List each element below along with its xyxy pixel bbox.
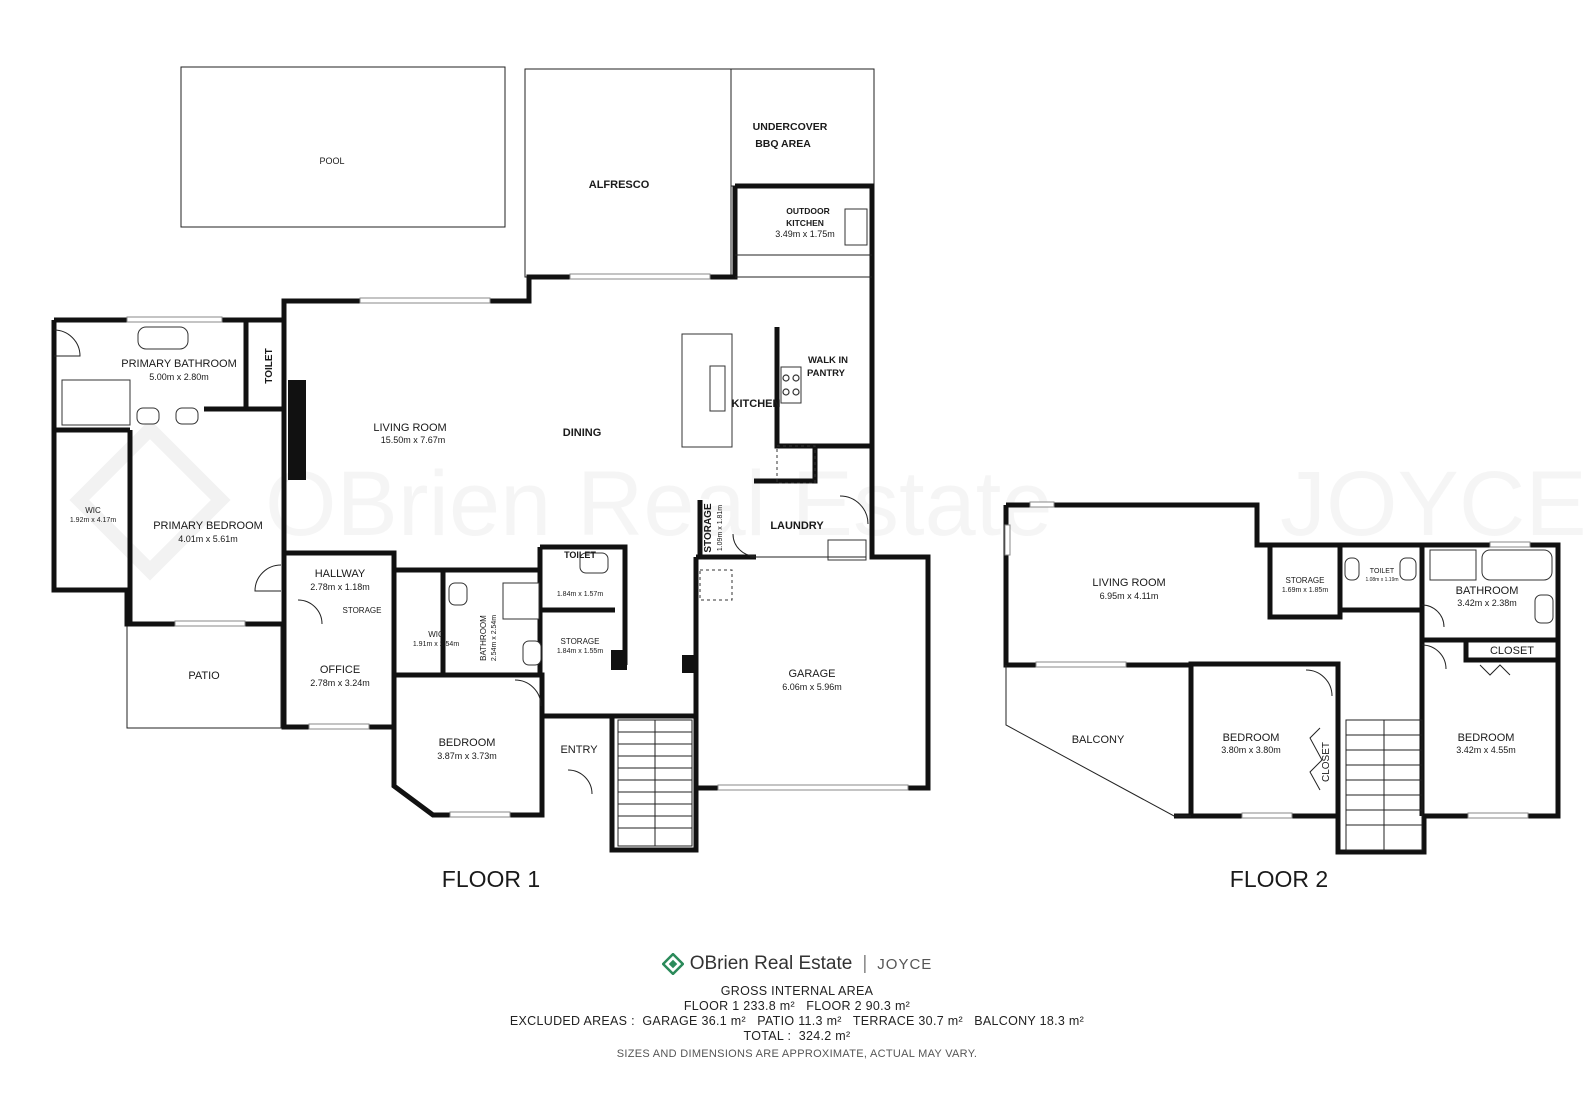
brand-logo-icon xyxy=(661,953,684,975)
label-wic-b: WIC xyxy=(428,630,444,639)
watermark: OBrien Real Estate JOYCE xyxy=(69,419,1587,581)
label-primary-bathroom: PRIMARY BATHROOM xyxy=(121,358,237,370)
label-storage-b: STORAGE xyxy=(343,606,382,615)
label-alfresco: ALFRESCO xyxy=(589,179,650,191)
label-dining: DINING xyxy=(563,427,602,439)
dim-f2-bedroom-b: 3.42m x 4.55m xyxy=(1456,745,1516,755)
dim-f2-storage: 1.69m x 1.85m xyxy=(1282,587,1328,594)
footer: OBrien Real Estate | JOYCE GROSS INTERNA… xyxy=(0,950,1594,1060)
dim-primary-bedroom: 4.01m x 5.61m xyxy=(178,534,238,544)
label-kitchen: KITCHEN xyxy=(732,398,781,410)
label-pool: POOL xyxy=(319,156,344,166)
dim-f2-living-room: 6.95m x 4.11m xyxy=(1100,591,1159,601)
disclaimer: SIZES AND DIMENSIONS ARE APPROXIMATE, AC… xyxy=(616,1048,978,1060)
brand-row: OBrien Real Estate | JOYCE xyxy=(0,950,1594,978)
watermark-brand: OBrien Real Estate xyxy=(265,453,1052,555)
label-outdoor-kitchen-2: KITCHEN xyxy=(786,218,824,228)
floor-areas: FLOOR 1 233.8 m² FLOOR 2 90.3 m² xyxy=(683,999,911,1013)
label-pantry-1: WALK IN xyxy=(808,355,848,366)
label-living-room: LIVING ROOM xyxy=(373,422,446,434)
floor-plan: OBrien Real Estate JOYCE xyxy=(51,66,1587,892)
dim-f2-toilet: 1.08m x 1.19m xyxy=(1365,577,1398,583)
label-f2-bathroom: BATHROOM xyxy=(1456,585,1519,597)
total-area: TOTAL : 324.2 m² xyxy=(743,1029,851,1043)
floor-1-title: FLOOR 1 xyxy=(442,866,540,892)
dim-storage-c: 1.84m x 1.55m xyxy=(557,648,603,655)
label-hallway: HALLWAY xyxy=(315,568,366,580)
label-patio: PATIO xyxy=(188,670,220,682)
label-f2-bedroom-a: BEDROOM xyxy=(1223,732,1280,744)
brand-name: OBrien Real Estate xyxy=(689,953,853,974)
label-f2-storage: STORAGE xyxy=(1286,576,1325,585)
label-wic-a: WIC xyxy=(85,506,101,515)
label-bedroom-f1: BEDROOM xyxy=(439,737,496,749)
label-laundry: LAUNDRY xyxy=(770,520,824,532)
label-bbq-2: BBQ AREA xyxy=(755,138,811,150)
dim-bedroom-f1: 3.87m x 3.73m xyxy=(437,751,497,761)
label-office: OFFICE xyxy=(320,664,360,676)
dim-storage-a: 1.09m x 1.81m xyxy=(717,505,724,551)
label-toilet-b: TOILET xyxy=(564,550,596,560)
dim-toilet-b: 1.84m x 1.57m xyxy=(557,591,603,598)
label-f2-closet-a: CLOSET xyxy=(1490,645,1534,657)
label-pantry-2: PANTRY xyxy=(807,368,846,379)
dim-garage: 6.06m x 5.96m xyxy=(782,682,842,692)
dim-office: 2.78m x 3.24m xyxy=(310,678,370,688)
label-f2-bedroom-b: BEDROOM xyxy=(1458,732,1515,744)
floor-2-stairs xyxy=(1345,719,1423,851)
excluded-areas: EXCLUDED AREAS : GARAGE 36.1 m² PATIO 11… xyxy=(509,1014,1085,1028)
dim-bathroom-f1: 2.54m x 2.54m xyxy=(491,615,498,661)
label-storage-c: STORAGE xyxy=(561,637,600,646)
dim-primary-bathroom: 5.00m x 2.80m xyxy=(149,372,209,382)
floor-1-plan xyxy=(51,66,931,853)
gia-title: GROSS INTERNAL AREA xyxy=(720,984,874,998)
pool-area xyxy=(180,66,506,228)
dim-hallway: 2.78m x 1.18m xyxy=(310,582,370,592)
label-garage: GARAGE xyxy=(788,668,835,680)
alfresco-area xyxy=(524,68,732,278)
label-toilet-a: TOILET xyxy=(264,348,275,383)
label-bbq-1: UNDERCOVER xyxy=(753,121,828,133)
dim-f2-bathroom: 3.42m x 2.38m xyxy=(1457,598,1517,608)
label-f2-toilet: TOILET xyxy=(1370,568,1395,575)
label-primary-bedroom: PRIMARY BEDROOM xyxy=(153,520,263,532)
dim-wic-a: 1.92m x 4.17m xyxy=(70,517,116,524)
watermark-sub: JOYCE xyxy=(1280,453,1587,555)
label-bathroom-f1: BATHROOM xyxy=(479,615,488,661)
dim-outdoor-kitchen: 3.49m x 1.75m xyxy=(775,229,835,239)
dim-living-room: 15.50m x 7.67m xyxy=(381,435,446,445)
label-f2-living-room: LIVING ROOM xyxy=(1092,577,1165,589)
floor-1-stairs xyxy=(617,719,693,847)
floor-2-plan xyxy=(1003,501,1561,855)
brand-separator: | xyxy=(862,953,868,974)
brand-sub: JOYCE xyxy=(877,955,933,973)
label-f2-closet-b: CLOSET xyxy=(1321,742,1332,782)
floor-2-title: FLOOR 2 xyxy=(1230,866,1328,892)
dim-wic-b: 1.91m x 2.54m xyxy=(413,641,459,648)
label-outdoor-kitchen-1: OUTDOOR xyxy=(786,206,829,216)
dim-f2-bedroom-a: 3.80m x 3.80m xyxy=(1221,745,1281,755)
label-f2-balcony: BALCONY xyxy=(1072,734,1125,746)
label-storage-a: STORAGE xyxy=(703,503,714,553)
label-entry: ENTRY xyxy=(560,744,598,756)
